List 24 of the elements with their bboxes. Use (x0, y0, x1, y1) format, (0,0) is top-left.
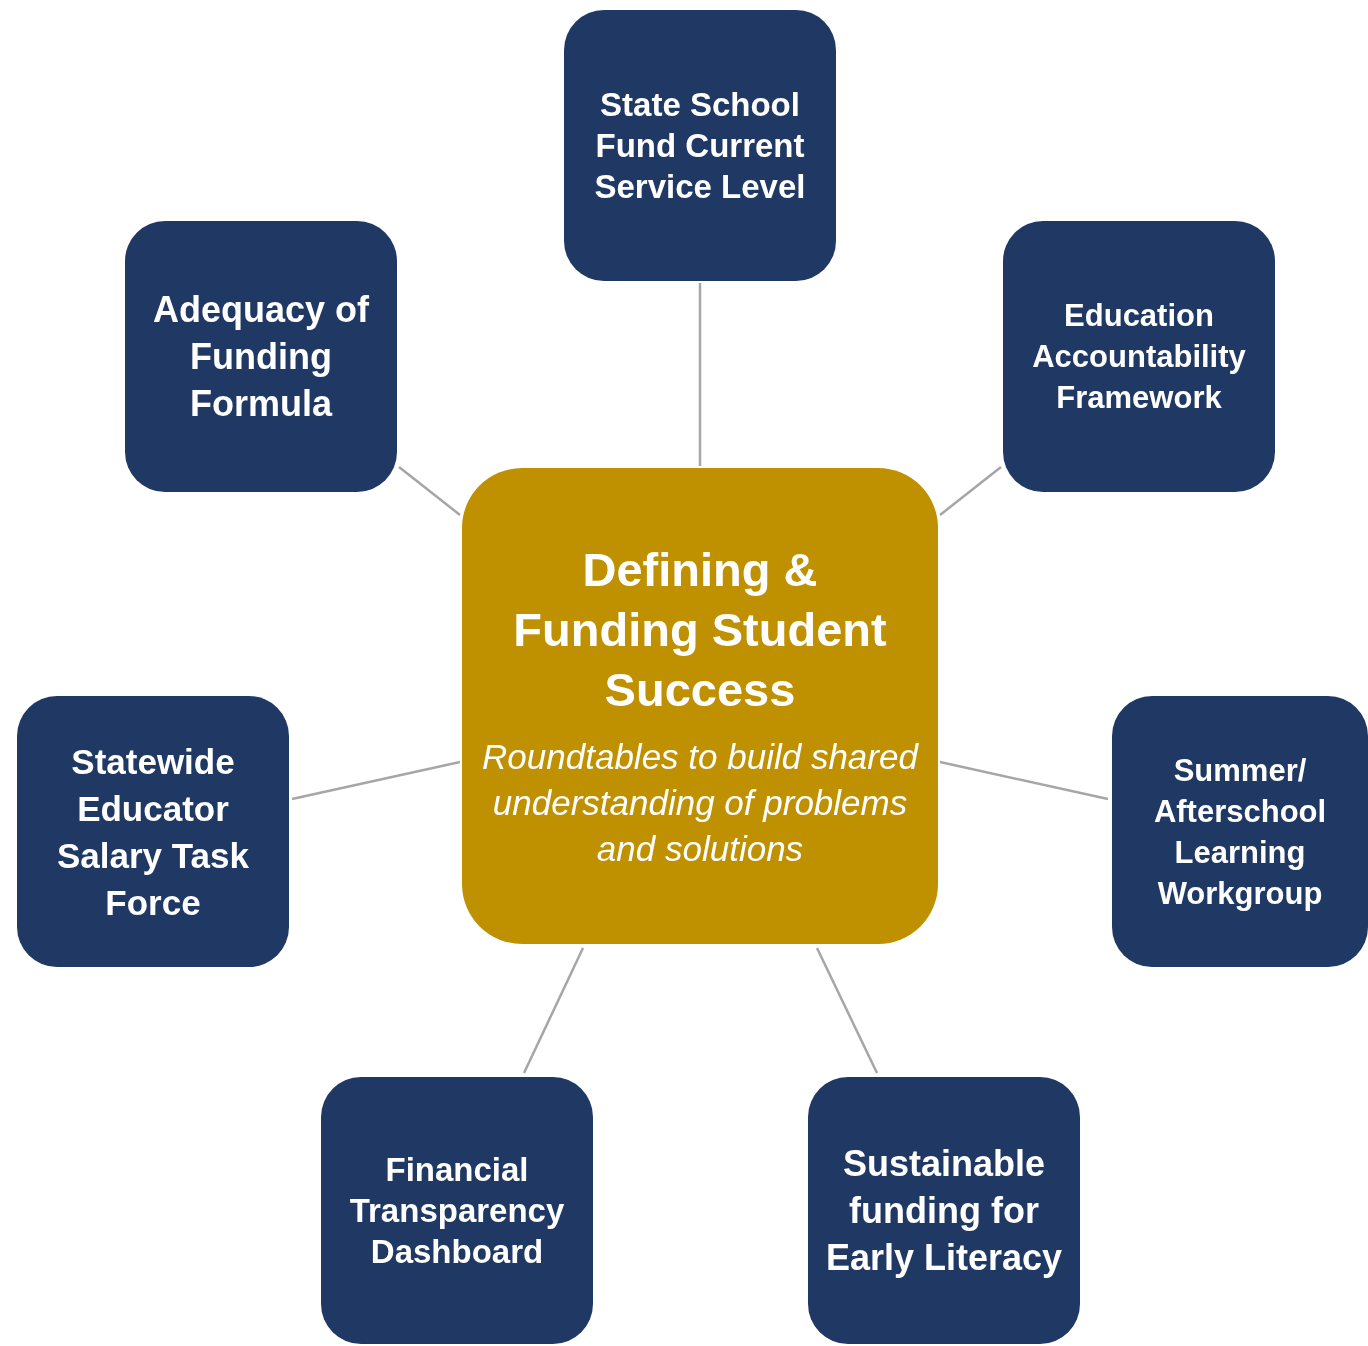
connector-line (291, 760, 461, 801)
topic-label: Adequacy of Funding Formula (151, 288, 370, 426)
topic-label: Education Accountability Framework (1031, 297, 1247, 417)
connector-line (939, 760, 1109, 801)
topic-box (564, 10, 836, 281)
topic-label: Sustainable funding for Early Literacy (824, 1142, 1064, 1280)
topic-label: Financial Transparency Dashboard (348, 1150, 566, 1272)
connector-line (522, 947, 585, 1074)
topic-box (1003, 221, 1275, 492)
center-subtitle: Roundtables to build shared understanding of problems and solutions (481, 736, 920, 870)
connector-line (939, 466, 1002, 516)
topic-box (808, 1077, 1080, 1344)
topic-box (1112, 696, 1368, 967)
topic-label: State School Fund Current Service Level (593, 85, 807, 207)
center-box (462, 468, 938, 944)
center-title: Defining & Funding Student Success (512, 542, 888, 718)
topic-box (321, 1077, 593, 1344)
topic-box (17, 696, 289, 967)
connector-line (398, 466, 461, 516)
connector-line (815, 947, 879, 1074)
topic-label: Statewide Educator Salary Task Force (56, 740, 250, 924)
topic-box (125, 221, 397, 492)
connector-line (698, 283, 702, 466)
topic-label: Summer/ Afterschool Learning Workgroup (1152, 751, 1328, 913)
